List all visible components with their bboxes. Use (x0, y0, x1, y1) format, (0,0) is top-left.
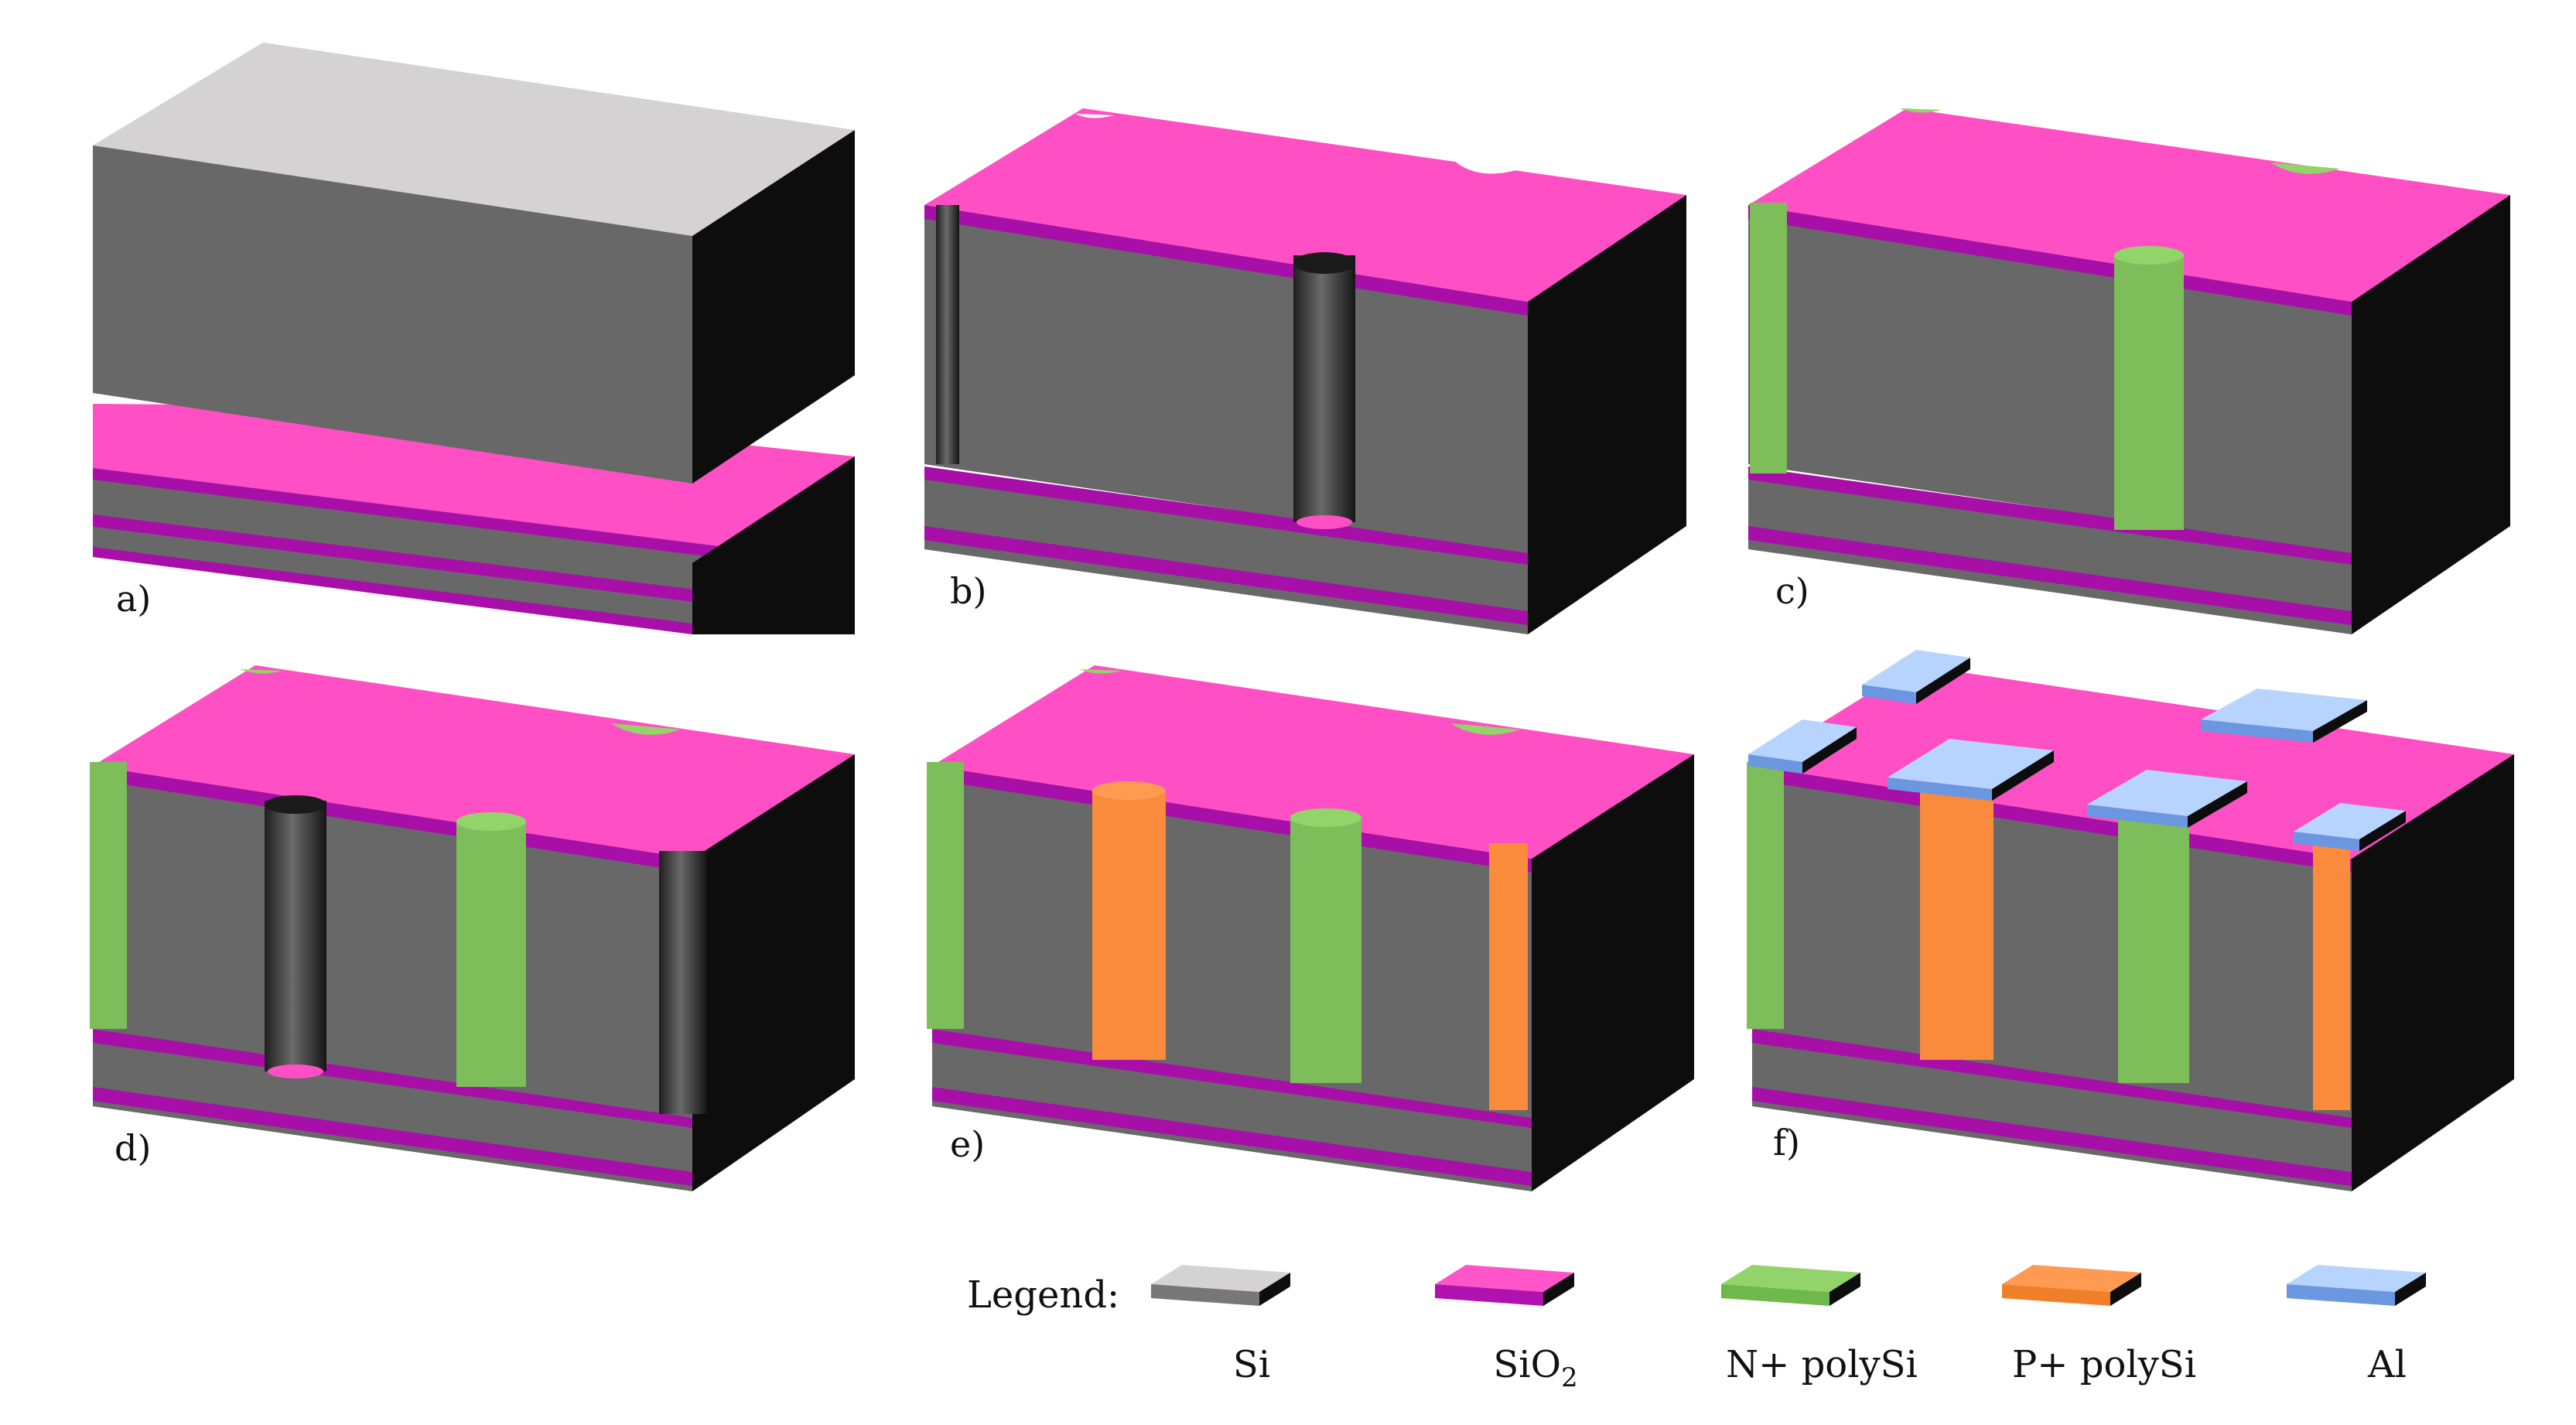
panel-d-oxide-top (93, 665, 855, 859)
legend-swatches (1151, 1265, 2426, 1306)
panel-e-ppoly-fill (1092, 789, 1166, 1060)
legend-label-si: Si (1233, 1343, 1270, 1386)
legend-swatch-ppoly (2110, 1273, 2141, 1306)
panel-b-oxide-front (924, 205, 1528, 316)
panel-a-bottom-si-front (93, 480, 855, 610)
panel-b-trench-hole (1293, 255, 1355, 522)
panel-a (93, 43, 855, 634)
panel-b-right (1528, 195, 1686, 634)
legend-swatch-si (1259, 1273, 1290, 1306)
legend-swatch-ppoly (2002, 1265, 2141, 1292)
panel-e-si-front (932, 766, 1532, 1118)
panel-b (924, 108, 1686, 634)
panel-d (90, 665, 855, 1191)
legend: Legend: Si SiO2 N+ polySi P+ polySi Al (967, 1265, 2426, 1393)
panel-d-trench-hole (265, 801, 326, 1071)
legend-swatch-al (2287, 1265, 2426, 1292)
legend-swatch-al (2395, 1273, 2426, 1306)
panel-label-b: b) (950, 570, 986, 612)
panel-e (927, 665, 1694, 1191)
panel-label-c: c) (1775, 570, 1809, 612)
panel-label-d: d) (114, 1127, 151, 1169)
legend-swatch-al (2287, 1284, 2395, 1306)
legend-swatch-npoly (1721, 1265, 1860, 1292)
legend-swatch-ppoly (2002, 1284, 2110, 1306)
panel-a-si-front (93, 145, 692, 484)
panel-a-si-top (93, 43, 855, 236)
panel-f (1747, 650, 2514, 1191)
panel-c (1748, 108, 2510, 634)
legend-swatch-sio2 (1435, 1265, 1574, 1292)
legend-swatch-si (1151, 1265, 1290, 1292)
panel-label-f: f) (1773, 1122, 1800, 1164)
panel-a-si-right (692, 130, 855, 484)
legend-title: Legend: (967, 1273, 1119, 1317)
panel-f-oxide-top (1752, 665, 2514, 859)
panel-c-si-front (1748, 205, 2352, 553)
panel-d-si-front (93, 766, 692, 1118)
panel-d-npoly-fill (456, 820, 526, 1087)
legend-label-ppoly: P+ polySi (2012, 1343, 2196, 1386)
panel-f-si-front (1752, 766, 2352, 1118)
panel-e-npoly-fill (1290, 816, 1361, 1083)
panel-label-e: e) (950, 1123, 985, 1165)
legend-swatch-si (1151, 1284, 1259, 1306)
legend-swatch-npoly (1721, 1284, 1830, 1306)
panel-c-oxide-top (1748, 108, 2510, 302)
legend-label-al: Al (2367, 1343, 2407, 1386)
panel-b-si-front (924, 205, 1528, 553)
panel-b-oxide-top (924, 108, 1686, 302)
panel-f-al-pads (1748, 650, 2406, 851)
panel-c-npoly-fill (2114, 255, 2184, 530)
legend-swatch-sio2 (1543, 1273, 1574, 1306)
panel-e-oxide-top (932, 665, 1694, 859)
legend-swatch-npoly (1830, 1273, 1860, 1306)
legend-swatch-sio2 (1435, 1284, 1543, 1306)
legend-label-npoly: N+ polySi (1726, 1343, 1918, 1386)
panel-label-a: a) (116, 578, 151, 620)
panel-c-npoly-edge (1750, 203, 1787, 473)
legend-label-sio2: SiO2 (1493, 1343, 1577, 1393)
